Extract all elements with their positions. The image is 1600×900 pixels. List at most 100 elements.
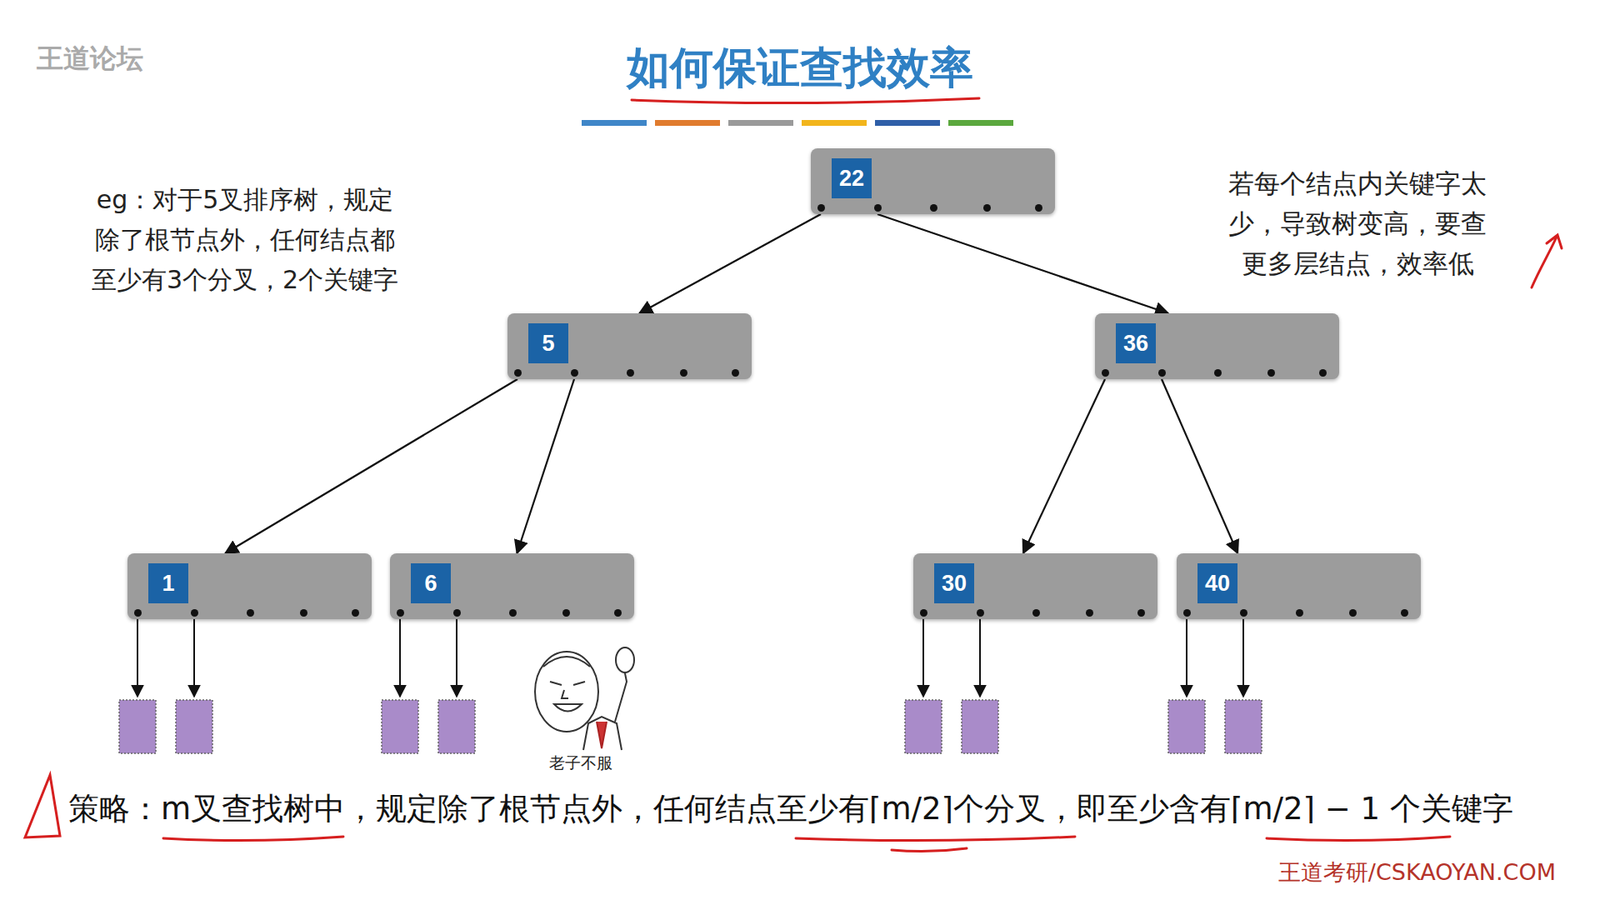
red-annotations xyxy=(25,98,1562,852)
pointer-dot xyxy=(1137,609,1145,617)
leaf-arrow xyxy=(1185,616,1188,697)
btree-node: 22 xyxy=(810,148,1055,215)
pointer-dot xyxy=(453,609,461,617)
color-bars xyxy=(581,120,1014,126)
leaf-arrow xyxy=(922,616,925,697)
rise-arrow xyxy=(1531,235,1562,288)
meme-caption: 老子不服 xyxy=(526,753,635,772)
pointer-dot xyxy=(731,369,740,377)
pointer-dot xyxy=(1349,609,1357,617)
meme-mouth xyxy=(554,704,582,712)
btree-node: 40 xyxy=(1176,553,1421,620)
key-circle xyxy=(825,152,879,205)
meme-arm xyxy=(615,665,627,722)
strategy-text: 策略：m叉查找树中，规定除了根节点外，任何结点至少有⌈m/2⌉个分叉，即至少含有… xyxy=(68,790,1514,829)
leaf-boxes xyxy=(119,700,1262,754)
strategy-underline xyxy=(163,836,344,841)
leaf-box xyxy=(438,700,475,754)
pointer-dot xyxy=(1295,609,1304,617)
pointer-dot xyxy=(976,609,985,617)
meme-head xyxy=(535,651,599,732)
color-bar xyxy=(728,120,794,126)
leaf-box xyxy=(119,700,156,754)
btree-node: 30 xyxy=(913,553,1158,620)
pointer-dot xyxy=(246,609,255,617)
pointer-dot xyxy=(1183,609,1191,617)
key-value: 22 xyxy=(831,158,872,199)
color-bar xyxy=(948,120,1014,126)
example-note: eg：对于5叉排序树，规定除了根节点外，任何结点都至少有3个分叉，2个关键字 xyxy=(90,180,400,300)
key-value: 5 xyxy=(528,323,569,364)
meme-body xyxy=(583,716,622,750)
key-value: 40 xyxy=(1197,563,1238,604)
child-pointer xyxy=(1161,379,1238,554)
pointer-dot xyxy=(680,369,688,377)
pointer-dot xyxy=(1085,609,1094,617)
meme-tie xyxy=(596,721,607,749)
pointer-dot xyxy=(1400,609,1409,617)
leaf-box xyxy=(175,700,213,754)
pointer-dot xyxy=(1035,204,1043,212)
leaf-arrow xyxy=(979,616,981,697)
child-pointer xyxy=(877,214,1169,314)
pointer-dot xyxy=(351,609,360,617)
key-value: 36 xyxy=(1115,323,1156,364)
leaf-arrow xyxy=(455,616,458,697)
btree-node: 36 xyxy=(1095,313,1340,380)
strategy-underline xyxy=(1266,836,1450,841)
pointer-dot xyxy=(509,609,517,617)
pointer-dot xyxy=(570,369,579,377)
watermark: 王道考研/CSKAOYAN.COM xyxy=(1166,858,1556,887)
leaf-arrow xyxy=(399,616,401,697)
pointer-dot xyxy=(614,609,622,617)
leaf-box xyxy=(961,700,999,754)
pointer-dot xyxy=(1214,369,1222,377)
key-value: 1 xyxy=(148,563,189,604)
pointer-dot xyxy=(300,609,308,617)
leaf-box xyxy=(1225,700,1262,754)
title: 如何保证查找效率 xyxy=(0,41,1600,94)
pointer-dot xyxy=(396,609,405,617)
pointer-dot xyxy=(562,609,570,617)
child-pointer xyxy=(516,379,575,554)
meme-nose xyxy=(561,690,569,699)
meme-hair xyxy=(543,656,590,667)
leaf-pointers xyxy=(137,616,1244,697)
btree-node: 5 xyxy=(507,313,752,380)
pointer-dot xyxy=(874,204,882,212)
strategy-underline xyxy=(891,848,967,852)
color-bar xyxy=(581,120,647,126)
pointer-dot xyxy=(930,204,938,212)
pointer-dot xyxy=(920,609,928,617)
btree-node: 1 xyxy=(127,553,372,620)
meme-eyes xyxy=(550,681,585,685)
leaf-box xyxy=(1168,700,1205,754)
triangle-mark xyxy=(25,775,60,838)
pointer-dot xyxy=(626,369,635,377)
pointer-dot xyxy=(190,609,199,617)
leaf-box xyxy=(905,700,942,754)
key-value: 30 xyxy=(934,563,975,604)
child-pointer xyxy=(225,379,518,554)
pointer-dot xyxy=(134,609,142,617)
leaf-arrow xyxy=(1242,616,1245,697)
title-underline xyxy=(631,98,980,104)
leaf-arrow xyxy=(193,616,195,697)
pointer-dot xyxy=(1032,609,1040,617)
child-pointer xyxy=(639,214,821,314)
forum-watermark: 王道论坛 xyxy=(36,41,144,75)
child-pointer xyxy=(1023,379,1105,554)
pointer-dot xyxy=(1267,369,1275,377)
pointer-dot xyxy=(1158,369,1166,377)
key-circle xyxy=(1109,317,1163,370)
color-bar xyxy=(875,120,940,126)
pointer-dot xyxy=(514,369,522,377)
pointer-dot xyxy=(817,204,825,212)
strategy-underline xyxy=(795,836,1075,841)
color-bar xyxy=(801,120,867,126)
btree-node: 6 xyxy=(390,553,635,620)
side-note: 若每个结点内关键字太少，导致树变高，要查更多层结点，效率低 xyxy=(1223,163,1492,284)
pointer-dot xyxy=(1101,369,1110,377)
pointer-dot xyxy=(1240,609,1248,617)
key-value: 6 xyxy=(410,563,451,604)
